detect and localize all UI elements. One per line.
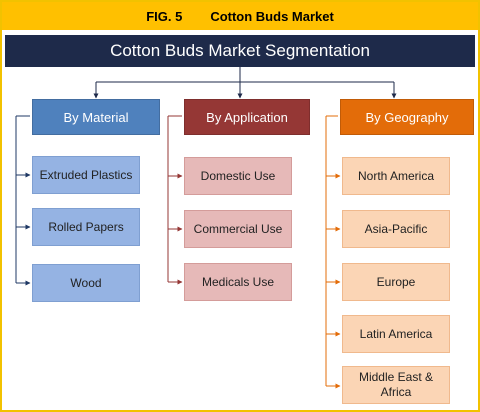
- leaf-commercial-use: Commercial Use: [184, 210, 292, 248]
- diagram-title: Cotton Buds Market Segmentation: [5, 35, 475, 67]
- leaf-domestic-use: Domestic Use: [184, 157, 292, 195]
- leaf-rolled-papers: Rolled Papers: [32, 208, 140, 246]
- leaf-medicals-use: Medicals Use: [184, 263, 292, 301]
- leaf-north-america: North America: [342, 157, 450, 195]
- category-by-geography: By Geography: [340, 99, 474, 135]
- category-by-material: By Material: [32, 99, 160, 135]
- leaf-wood: Wood: [32, 264, 140, 302]
- category-by-application: By Application: [184, 99, 310, 135]
- leaf-europe: Europe: [342, 263, 450, 301]
- figure-caption: Cotton Buds Market: [210, 8, 334, 24]
- figure-caption-bar: FIG. 5 Cotton Buds Market: [2, 2, 478, 30]
- leaf-asia-pacific: Asia-Pacific: [342, 210, 450, 248]
- figure-number: FIG. 5: [146, 8, 183, 24]
- leaf-latin-america: Latin America: [342, 315, 450, 353]
- leaf-middle-east-africa: Middle East & Africa: [342, 366, 450, 404]
- leaf-extruded-plastics: Extruded Plastics: [32, 156, 140, 194]
